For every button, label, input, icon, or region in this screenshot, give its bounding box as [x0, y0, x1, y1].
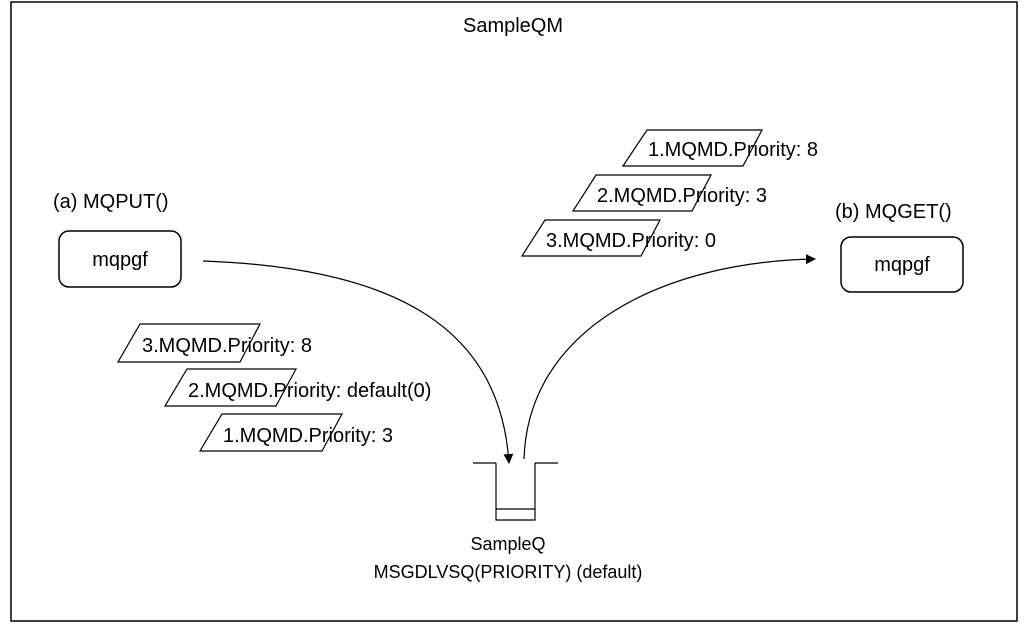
- message-text: 2.MQMD.Priority: default(0): [188, 380, 431, 402]
- queue-attribute: MSGDLVSQ(PRIORITY) (default): [374, 562, 643, 582]
- get-message-1: 1.MQMD.Priority: 8: [621, 129, 818, 167]
- message-parallelogram: [621, 129, 763, 167]
- mqput-label: (a) MQPUT(): [53, 191, 169, 213]
- message-text: 1.MQMD.Priority: 3: [223, 425, 393, 447]
- message-parallelogram: [571, 174, 712, 212]
- put-message-1: 3.MQMD.Priority: 8: [116, 323, 312, 363]
- put-message-2: 2.MQMD.Priority: default(0): [163, 368, 431, 407]
- put-message-3: 1.MQMD.Priority: 3: [198, 413, 393, 452]
- queue-name: SampleQ: [470, 534, 545, 554]
- put-program-label: mqpgf: [92, 249, 148, 271]
- message-parallelogram: [116, 323, 261, 363]
- message-text: 3.MQMD.Priority: 0: [546, 230, 716, 252]
- get-message-2: 2.MQMD.Priority: 3: [571, 174, 767, 212]
- put-arrow: [202, 260, 514, 464]
- message-parallelogram: [520, 219, 661, 257]
- message-text: 1.MQMD.Priority: 8: [648, 139, 818, 161]
- get-arrow: [523, 254, 816, 460]
- put-program-box: [58, 230, 182, 288]
- queue-manager-frame: [10, 1, 1018, 622]
- get-program-label: mqpgf: [874, 254, 930, 276]
- get-program-box: [840, 236, 964, 293]
- message-text: 3.MQMD.Priority: 8: [142, 335, 312, 357]
- message-parallelogram: [163, 368, 298, 407]
- message-parallelogram: [198, 413, 344, 452]
- mqget-label: (b) MQGET(): [835, 201, 952, 223]
- sample-queue: [473, 462, 558, 521]
- queue-manager-title: SampleQM: [463, 15, 563, 37]
- get-message-3: 3.MQMD.Priority: 0: [520, 219, 716, 257]
- queue-container: [495, 463, 536, 521]
- message-text: 2.MQMD.Priority: 3: [597, 185, 767, 207]
